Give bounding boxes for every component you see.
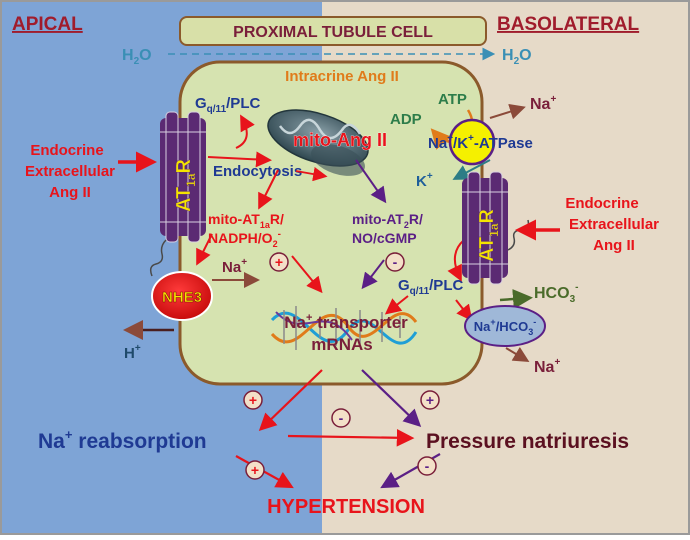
minus-marker-at2: - bbox=[385, 252, 405, 272]
receptor-to-mito-arrow bbox=[207, 151, 272, 168]
plus-marker-left-lower: + bbox=[245, 460, 265, 480]
endocrine-left-1: Endocrine bbox=[30, 142, 103, 159]
endocytosis-arrow bbox=[295, 167, 328, 182]
mito-ang-ii-label: mito-Ang II bbox=[293, 130, 387, 150]
reabsorption-to-natriuresis-arrow bbox=[287, 428, 415, 447]
hco3-label: HCO3- bbox=[534, 282, 578, 305]
water-left: H2O bbox=[122, 47, 152, 67]
na-k-atpase-label: Na+/K+-ATPase bbox=[428, 133, 533, 152]
nhe3-transporter bbox=[151, 271, 213, 321]
svg-text:+: + bbox=[275, 254, 283, 270]
endocrine-right-2: Extracellular bbox=[569, 216, 659, 233]
na-inside-label: Na+ bbox=[222, 257, 247, 276]
hypertension-label: HYPERTENSION bbox=[267, 496, 425, 518]
mito-to-at2-arrow bbox=[355, 159, 387, 204]
k-in-arrow bbox=[452, 159, 491, 180]
at1a-receptor-left-label: AT1aR bbox=[173, 158, 198, 212]
at2-to-transporter-arrow bbox=[361, 259, 385, 290]
dna-helix-icon bbox=[270, 306, 418, 350]
na-out-bottom-arrow bbox=[505, 346, 530, 363]
water-right: H2O bbox=[502, 47, 532, 67]
cell-title-box bbox=[179, 16, 487, 46]
apical-label: APICAL bbox=[12, 14, 83, 35]
svg-text:+: + bbox=[249, 392, 257, 408]
h-ion-label: H+ bbox=[124, 343, 141, 362]
transporter-to-reabsorption-arrow bbox=[258, 369, 323, 432]
svg-text:+: + bbox=[426, 392, 434, 408]
svg-text:+: + bbox=[251, 462, 259, 478]
receptor-down-arrow bbox=[196, 233, 213, 266]
na-k-atpase-pump bbox=[448, 118, 496, 166]
mito-at2-line1: mito-AT2R/ bbox=[352, 211, 423, 230]
intracrine-label: Intracrine Ang II bbox=[285, 68, 399, 85]
at1a-receptor-left bbox=[149, 111, 206, 277]
transporter-line2: mRNAs bbox=[311, 335, 372, 354]
na-out-bottom-label: Na+ bbox=[534, 357, 560, 376]
gq-right-to-cotransporter-arrow bbox=[455, 299, 473, 322]
mito-at1-line2: NADPH/O2- bbox=[208, 229, 281, 249]
endocytosis-label: Endocytosis bbox=[213, 163, 302, 180]
at1a-receptor-right-label: AT1aR bbox=[476, 208, 501, 262]
svg-text:-: - bbox=[425, 458, 430, 474]
minus-marker-right-lower: - bbox=[417, 456, 437, 476]
minus-marker-center: - bbox=[331, 408, 351, 428]
svg-text:-: - bbox=[339, 410, 344, 426]
at1-to-transporter-arrow bbox=[291, 255, 323, 294]
atp-label: ATP bbox=[438, 91, 467, 108]
mito-at2-line2: NO/cGMP bbox=[352, 230, 417, 246]
na-out-top-label: Na+ bbox=[530, 94, 556, 113]
mito-to-at1-arrow bbox=[258, 169, 279, 210]
endocrine-right-1: Endocrine bbox=[565, 195, 638, 212]
gq-left-curve-arrow bbox=[235, 114, 255, 149]
svg-text:-: - bbox=[393, 254, 398, 270]
endocrine-left-2: Extracellular bbox=[25, 163, 115, 180]
adp-label: ADP bbox=[390, 111, 422, 128]
gq-right-curve-arrow bbox=[447, 239, 465, 282]
endocrine-left-3: Ang II bbox=[49, 184, 91, 201]
k-ion-label: K+ bbox=[416, 171, 433, 190]
pressure-natriuresis-label: Pressure natriuresis bbox=[426, 430, 629, 453]
cell-title: PROXIMAL TUBULE CELL bbox=[233, 24, 433, 41]
hco3-out-arrow bbox=[499, 289, 533, 310]
basolateral-label: BASOLATERAL bbox=[497, 14, 640, 35]
transporter-line1: Na+ transporter bbox=[284, 312, 408, 332]
na-hco3-label: Na+/HCO3- bbox=[474, 317, 536, 337]
mito-at1-line1: mito-AT1aR/ bbox=[208, 211, 284, 230]
transporter-to-natriuresis-arrow bbox=[361, 369, 422, 428]
at1a-receptor-right bbox=[462, 171, 530, 285]
na-hco3-cotransporter bbox=[464, 305, 546, 347]
plus-marker-right-upper: + bbox=[420, 390, 440, 410]
nhe3-label: NHE3 bbox=[162, 289, 202, 306]
na-out-pump-arrow bbox=[489, 103, 526, 120]
plus-marker-left-upper: + bbox=[243, 390, 263, 410]
plus-marker-at1: + bbox=[269, 252, 289, 272]
endocrine-right-3: Ang II bbox=[593, 237, 635, 254]
gq-plc-left: Gq/11/PLC bbox=[195, 95, 260, 115]
na-reabsorption-label: Na+ reabsorption bbox=[38, 427, 207, 453]
gq-right-to-transporter-arrow bbox=[384, 295, 409, 315]
